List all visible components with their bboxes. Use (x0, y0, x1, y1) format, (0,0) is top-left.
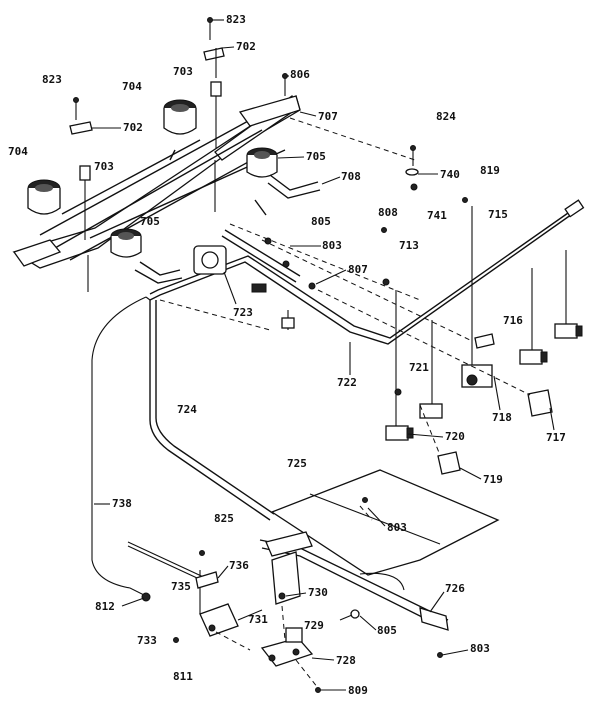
leader-lines (159, 117, 531, 689)
label-702-left: 702 (123, 121, 143, 134)
label-708: 708 (341, 170, 361, 183)
label-730: 730 (308, 586, 328, 599)
label-720: 720 (445, 430, 465, 443)
orifice-805 (339, 609, 360, 621)
label-823-top: 823 (226, 13, 246, 26)
oven-burner-725 (270, 469, 500, 576)
label-718: 718 (492, 411, 512, 424)
label-leaders (92, 19, 555, 691)
label-824: 824 (436, 110, 456, 123)
burner-tubes (134, 149, 321, 284)
burner-rear-left (163, 99, 197, 135)
label-733: 733 (137, 634, 157, 647)
hardware-top (69, 17, 288, 292)
bracket-717 (527, 389, 553, 417)
label-805-bottom: 805 (377, 624, 397, 637)
label-707: 707 (318, 110, 338, 123)
label-735: 735 (171, 580, 191, 593)
label-808: 808 (378, 206, 398, 219)
label-729: 729 (304, 619, 324, 632)
label-703-top: 703 (173, 65, 193, 78)
bracket-729-730 (265, 531, 313, 605)
label-812: 812 (95, 600, 115, 613)
label-811: 811 (173, 670, 193, 683)
manifold-pipe (149, 199, 585, 345)
label-721: 721 (409, 361, 429, 374)
label-819: 819 (480, 164, 500, 177)
label-724: 724 (177, 403, 197, 416)
label-703-left: 703 (94, 160, 114, 173)
label-719: 719 (483, 473, 503, 486)
valve-720 (385, 290, 443, 441)
label-738: 738 (112, 497, 132, 510)
hardware-bottom (141, 497, 443, 693)
burner-frame (12, 94, 301, 269)
label-713: 713 (399, 239, 419, 252)
label-715: 715 (488, 208, 508, 221)
label-731: 731 (248, 613, 268, 626)
label-807: 807 (348, 263, 368, 276)
label-705-left: 705 (140, 215, 160, 228)
label-803-bottom: 803 (470, 642, 490, 655)
label-823-left: 823 (42, 73, 62, 86)
label-740: 740 (440, 168, 460, 181)
burner-front-left (27, 179, 61, 215)
label-803-top: 803 (322, 239, 342, 252)
burner-rear-right (246, 147, 278, 178)
label-722: 722 (337, 376, 357, 389)
label-705-right: 705 (306, 150, 326, 163)
bracket-719 (437, 451, 461, 475)
label-725: 725 (287, 457, 307, 470)
burner-front-right (110, 228, 142, 258)
igniter-assembly-731 (127, 541, 263, 637)
safety-valve-728 (260, 627, 314, 667)
label-704-left: 704 (8, 145, 28, 158)
label-809: 809 (348, 684, 368, 697)
label-825: 825 (214, 512, 234, 525)
label-803-mid: 803 (387, 521, 407, 534)
valve-716 (554, 250, 583, 339)
label-806: 806 (290, 68, 310, 81)
hardware-right (381, 145, 468, 396)
label-736: 736 (229, 559, 249, 572)
label-702-top: 702 (236, 40, 256, 53)
label-728: 728 (336, 654, 356, 667)
label-704-top: 704 (122, 80, 142, 93)
regulator-723 (193, 237, 316, 330)
label-717: 717 (546, 431, 566, 444)
label-741: 741 (427, 209, 447, 222)
valve-second (519, 268, 548, 365)
label-716: 716 (503, 314, 523, 327)
oven-pipe-724 (149, 300, 275, 521)
thermocouple-738 (91, 296, 151, 597)
label-805-top: 805 (311, 215, 331, 228)
valve-718 (461, 206, 495, 388)
callout-labels: 823 702 806 703 823 704 707 702 824 704 … (8, 13, 566, 697)
label-723: 723 (233, 306, 253, 319)
label-726: 726 (445, 582, 465, 595)
